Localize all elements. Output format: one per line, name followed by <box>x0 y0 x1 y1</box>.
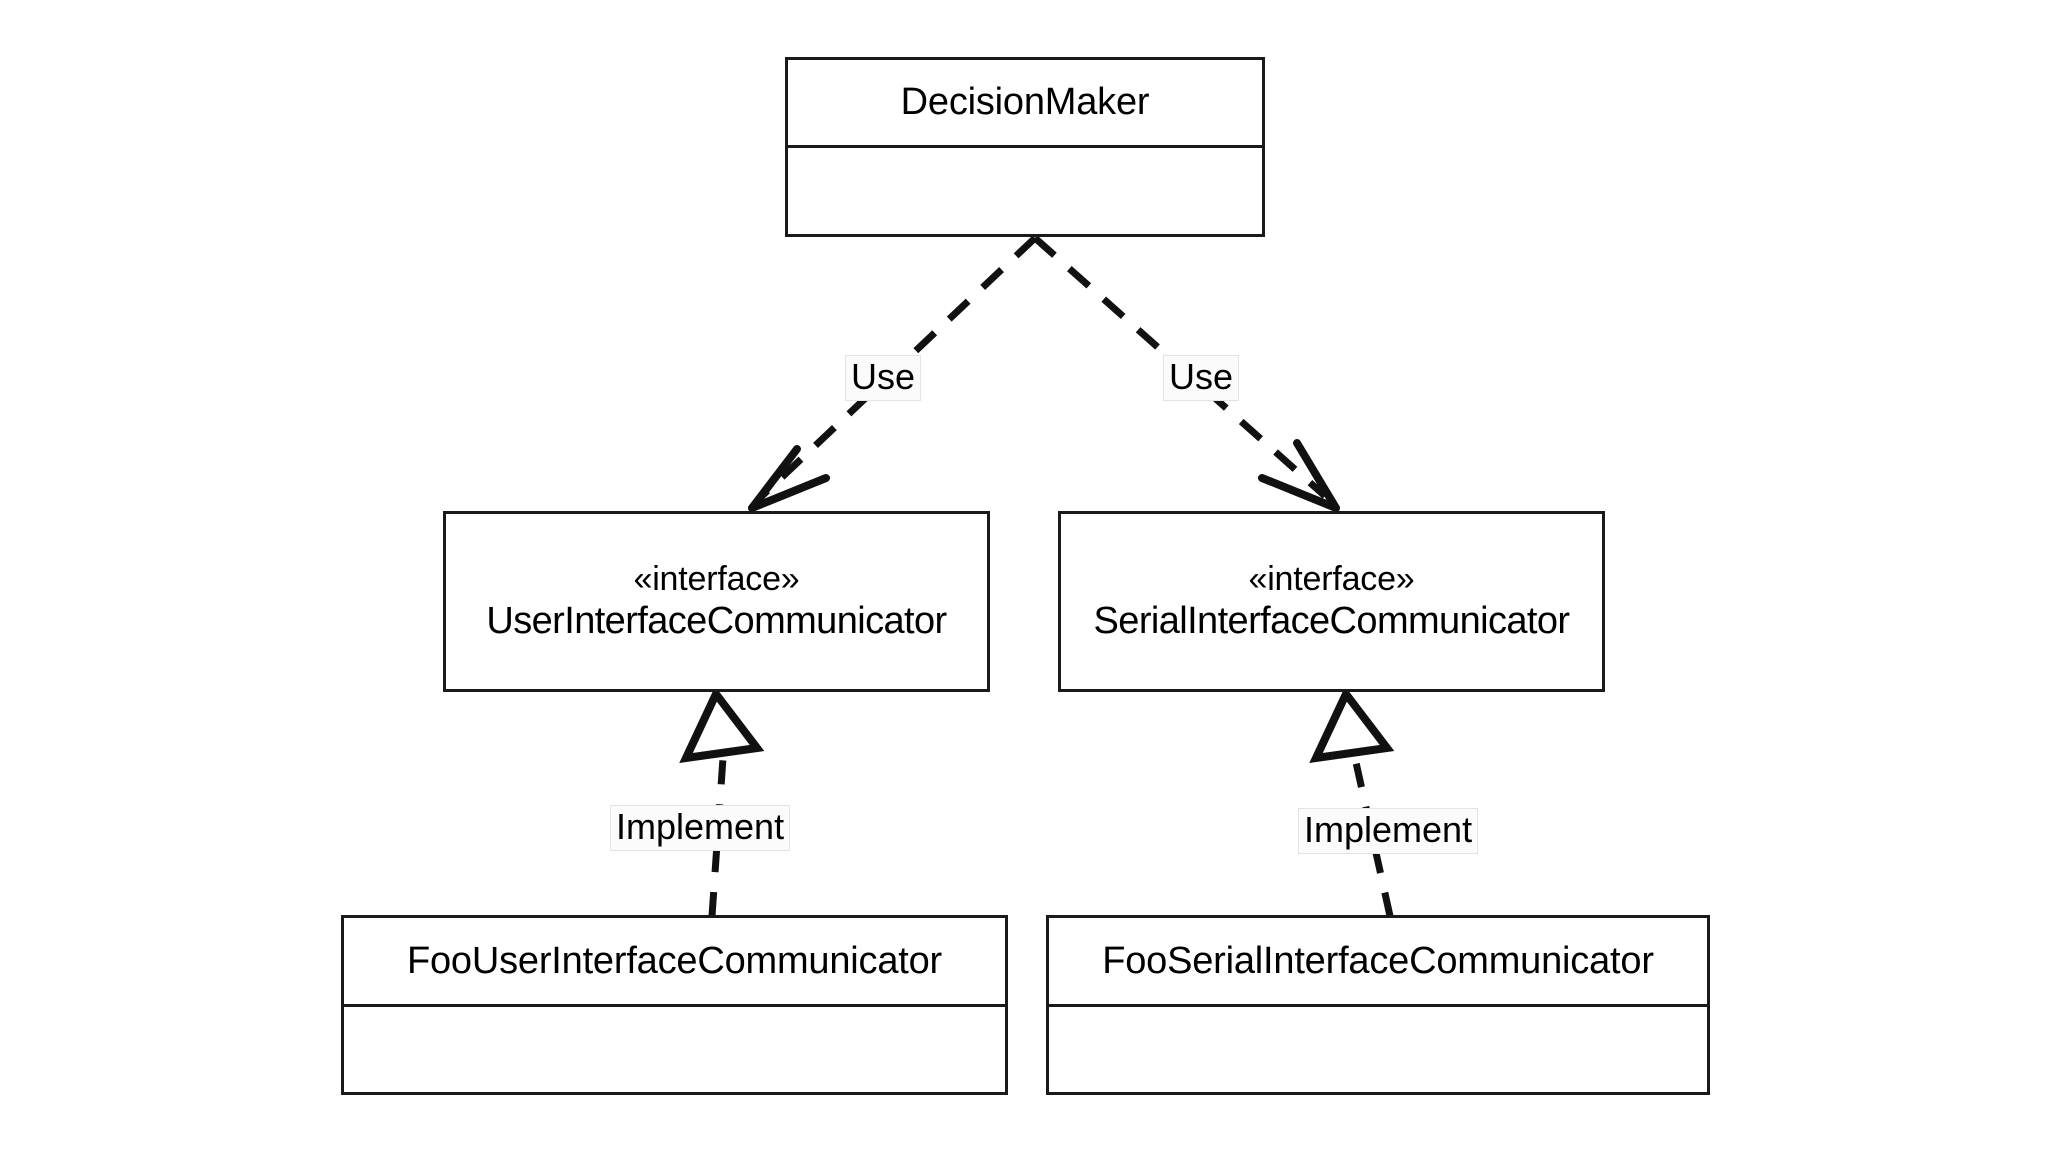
interface-name-compartment: «interface» SerialInterfaceCommunicator <box>1061 514 1602 689</box>
class-name-compartment: DecisionMaker <box>788 60 1262 145</box>
interface-name-compartment: «interface» UserInterfaceCommunicator <box>446 514 987 689</box>
class-title: DecisionMaker <box>900 81 1150 124</box>
class-name-compartment: FooSerialInterfaceCommunicator <box>1049 918 1707 1004</box>
class-title: FooUserInterfaceCommunicator <box>406 939 943 982</box>
class-members-compartment <box>344 1004 1005 1092</box>
edge-label-implement-right[interactable]: Implement <box>1298 808 1479 854</box>
class-box-decisionmaker[interactable]: DecisionMaker <box>785 57 1265 237</box>
edge-label-implement-left[interactable]: Implement <box>610 805 791 851</box>
stereotype-label: «interface» <box>633 559 800 598</box>
interface-box-serialinterfacecommunicator[interactable]: «interface» SerialInterfaceCommunicator <box>1058 511 1605 692</box>
connector-implement-right <box>1309 686 1395 917</box>
stereotype-label: «interface» <box>1248 559 1415 598</box>
edge-label-use-left[interactable]: Use <box>845 355 922 401</box>
edge-label-use-right[interactable]: Use <box>1163 355 1240 401</box>
class-box-foouserinterfacecommunicator[interactable]: FooUserInterfaceCommunicator <box>341 915 1008 1095</box>
class-name-compartment: FooUserInterfaceCommunicator <box>344 918 1005 1004</box>
interface-title: SerialInterfaceCommunicator <box>1093 600 1570 643</box>
class-title: FooSerialInterfaceCommunicator <box>1102 939 1654 982</box>
interface-box-userinterfacecommunicator[interactable]: «interface» UserInterfaceCommunicator <box>443 511 990 692</box>
interface-title: UserInterfaceCommunicator <box>486 600 947 643</box>
class-members-compartment <box>1049 1004 1707 1092</box>
class-members-compartment <box>788 145 1262 234</box>
class-box-fooserialinterfacecommunicator[interactable]: FooSerialInterfaceCommunicator <box>1046 915 1710 1095</box>
